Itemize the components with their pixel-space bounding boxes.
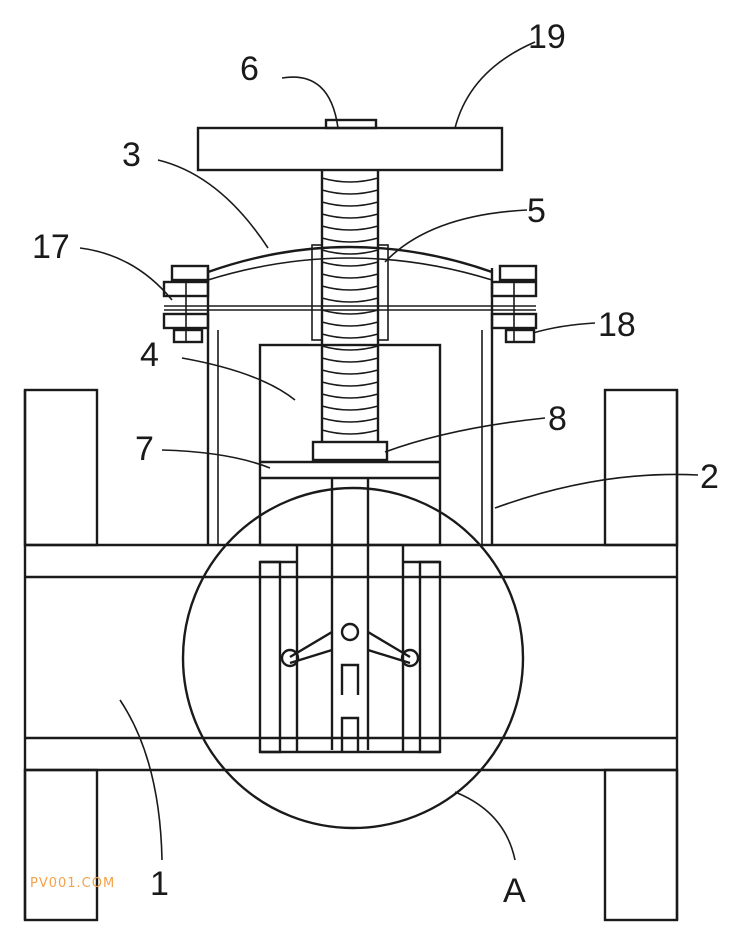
label-17: 17 — [32, 228, 70, 266]
gate-assembly — [258, 545, 442, 754]
lifting-plate — [260, 460, 440, 480]
clamp-bolt-left — [162, 264, 210, 344]
label-1: 1 — [150, 865, 169, 903]
dome-cover-inner — [207, 257, 493, 281]
watermark: PV001.COM — [30, 876, 115, 891]
label-3: 3 — [122, 136, 141, 174]
part-labels: 19 6 3 5 17 18 4 8 7 2 1 A — [32, 18, 719, 910]
label-a: A — [503, 872, 526, 910]
label-5: 5 — [527, 192, 546, 230]
dome-cover — [207, 245, 493, 274]
pipe-body — [23, 390, 679, 920]
pressing-block — [311, 440, 389, 462]
label-8: 8 — [548, 400, 567, 438]
nut-bushing — [311, 244, 389, 341]
label-7: 7 — [135, 430, 154, 468]
flange-top-right — [603, 388, 679, 547]
valve-stem — [330, 478, 370, 750]
label-19: 19 — [528, 18, 566, 56]
detail-circle-a — [181, 486, 525, 830]
handwheel — [196, 118, 504, 172]
clamp-plates — [164, 305, 536, 311]
flange-top-left — [23, 388, 99, 547]
label-18: 18 — [598, 306, 636, 344]
leader-lines — [79, 41, 699, 861]
clamp-bolt-right — [490, 264, 538, 344]
label-4: 4 — [140, 336, 159, 374]
flange-bottom-left — [23, 768, 99, 922]
flange-bottom-right — [603, 768, 679, 922]
flanges — [23, 388, 679, 922]
label-6: 6 — [240, 50, 259, 88]
label-2: 2 — [700, 458, 719, 496]
inner-frame — [258, 343, 442, 547]
